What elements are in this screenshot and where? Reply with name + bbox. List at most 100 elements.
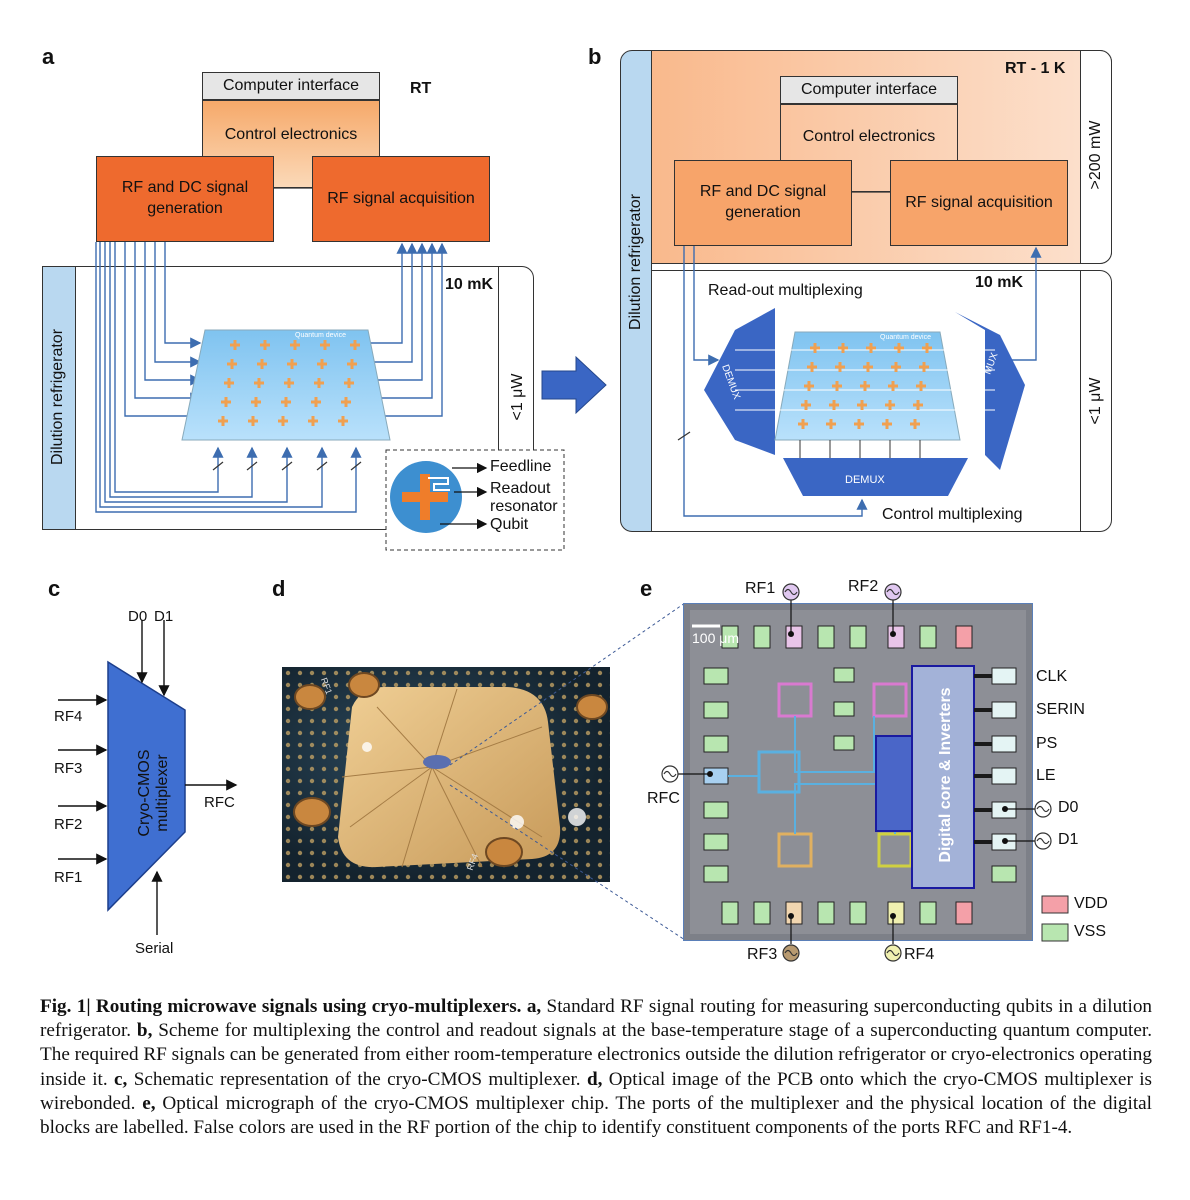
qubit-marker (854, 422, 864, 426)
c-rf3: RF3 (54, 760, 83, 777)
pcb-photo: RF1 RF4 (282, 667, 610, 882)
qubit-marker (863, 381, 867, 391)
c-d1: D1 (154, 608, 174, 625)
e-vss: VSS (1074, 923, 1107, 940)
qubit-marker (353, 340, 357, 350)
qubit-marker (804, 400, 808, 410)
qubit-marker (829, 403, 839, 407)
qubit-marker (260, 359, 264, 369)
qubit-marker (860, 400, 864, 410)
pcb-photo-art (282, 667, 610, 882)
demux-left-text: DEMUX (719, 363, 742, 401)
qubit-marker (801, 419, 805, 429)
figure-caption: Fig. 1| Routing microwave signals using … (40, 995, 1152, 1140)
rt-1k-label: RT - 1 K (1005, 60, 1066, 77)
qubit-marker (916, 384, 926, 388)
readout-mux-label: Read-out multiplexing (708, 282, 863, 299)
e-rf4: RF4 (904, 946, 935, 963)
qubit-marker (838, 346, 848, 350)
e-d1: D1 (1058, 831, 1079, 848)
e-rf1: RF1 (745, 580, 776, 597)
caption-fig: Fig. 1| Routing microwave signals using … (40, 996, 522, 1017)
legend-feedline: Feedline (490, 458, 552, 475)
qubit-marker (347, 378, 351, 388)
qubit-marker (311, 416, 315, 426)
svg-text:Quantum device: Quantum device (880, 334, 931, 341)
qubit-marker (910, 422, 920, 426)
caption-a-label: a, (526, 996, 542, 1017)
e-rf3: RF3 (747, 946, 778, 963)
qubit-marker (251, 416, 255, 426)
qubit-marker (233, 340, 237, 350)
qubit-marker (810, 346, 820, 350)
caption-c-text: Schematic representation of the cryo-CMO… (133, 1068, 581, 1090)
e-rf2: RF2 (848, 578, 879, 595)
rf-dc-generation-b: RF and DC signal generation (674, 160, 852, 246)
fridge-divider-a (498, 266, 499, 530)
stage-10mk-divider (1080, 270, 1081, 532)
qubit-marker (287, 378, 291, 388)
qubit-marker (916, 400, 920, 410)
e-vdd: VDD (1074, 895, 1108, 912)
qubit-marker (919, 381, 923, 391)
panel-a-wiring: Quantum device (95, 187, 565, 551)
temp-10mk-a: 10 mK (445, 276, 494, 293)
qubit-marker (897, 343, 901, 353)
e-le: LE (1036, 767, 1056, 784)
qubit-marker (835, 365, 845, 369)
chip-micrograph: 100 μm Digital core & Inverters (683, 603, 1033, 941)
qubit-marker (860, 384, 870, 388)
fridge-body-a (76, 266, 534, 530)
caption-e-label: e, (142, 1092, 156, 1114)
e-rfc: RFC (647, 790, 680, 807)
c-serial: Serial (135, 940, 174, 957)
qubit-marker (838, 362, 842, 372)
panel-e-label: e (640, 576, 653, 601)
fridge-side-b (620, 50, 652, 532)
stage-rt-b (652, 50, 1112, 264)
rf-dc-generation-a: RF and DC signal generation (96, 156, 274, 242)
panel-d-label: d (272, 576, 286, 601)
qubit-marker (919, 365, 929, 369)
qubit-marker (826, 422, 836, 426)
panel-e-overlay (661, 583, 1069, 962)
qubit-marker (882, 422, 892, 426)
c-rf2: RF2 (54, 816, 83, 833)
qubit-marker (317, 378, 321, 388)
qubit-marker (885, 419, 889, 429)
qubit-marker (804, 384, 814, 388)
e-clk: CLK (1036, 668, 1068, 685)
qubit-marker (801, 403, 811, 407)
rf-acquisition-b: RF signal acquisition (890, 160, 1068, 246)
svg-text:Quantum device: Quantum device (295, 332, 346, 339)
qubit-marker (290, 359, 294, 369)
e-d0: D0 (1058, 799, 1079, 816)
qubit-marker (227, 378, 231, 388)
c-rfc: RFC (204, 794, 235, 811)
legend-readout: Readout resonator (490, 480, 558, 515)
panel-a-label: a (42, 44, 55, 69)
qubit-marker (829, 419, 833, 429)
e-ps: PS (1036, 735, 1058, 752)
e-scale: 100 μm (692, 630, 739, 646)
caption-d-text: Optical image of the PCB onto which the … (40, 1068, 1152, 1114)
qubit-marker (281, 416, 285, 426)
computer-interface-a: Computer interface (202, 72, 380, 100)
computer-interface-b: Computer interface (780, 76, 958, 104)
stage-10mk-b (652, 270, 1112, 532)
stage-rt-divider (1080, 50, 1112, 264)
power-low-b: <1 μW (1087, 377, 1104, 425)
panel-a: Dilution refrigerator 10 mK <1 μW Comput… (0, 0, 595, 560)
qubit-marker (832, 384, 842, 388)
rf-acquisition-a: RF signal acquisition (312, 156, 490, 242)
caption-d-label: d, (586, 1068, 603, 1090)
temp-10mk-b: 10 mK (975, 274, 1024, 291)
qubit-marker (323, 340, 327, 350)
qubit-marker (254, 397, 258, 407)
qubit-marker (922, 346, 932, 350)
qubit-marker (224, 397, 228, 407)
rt-label-a: RT (410, 80, 432, 97)
panel-c-label: c (48, 576, 61, 601)
panel-c-diagram (58, 620, 238, 935)
qubit-marker (841, 343, 845, 353)
